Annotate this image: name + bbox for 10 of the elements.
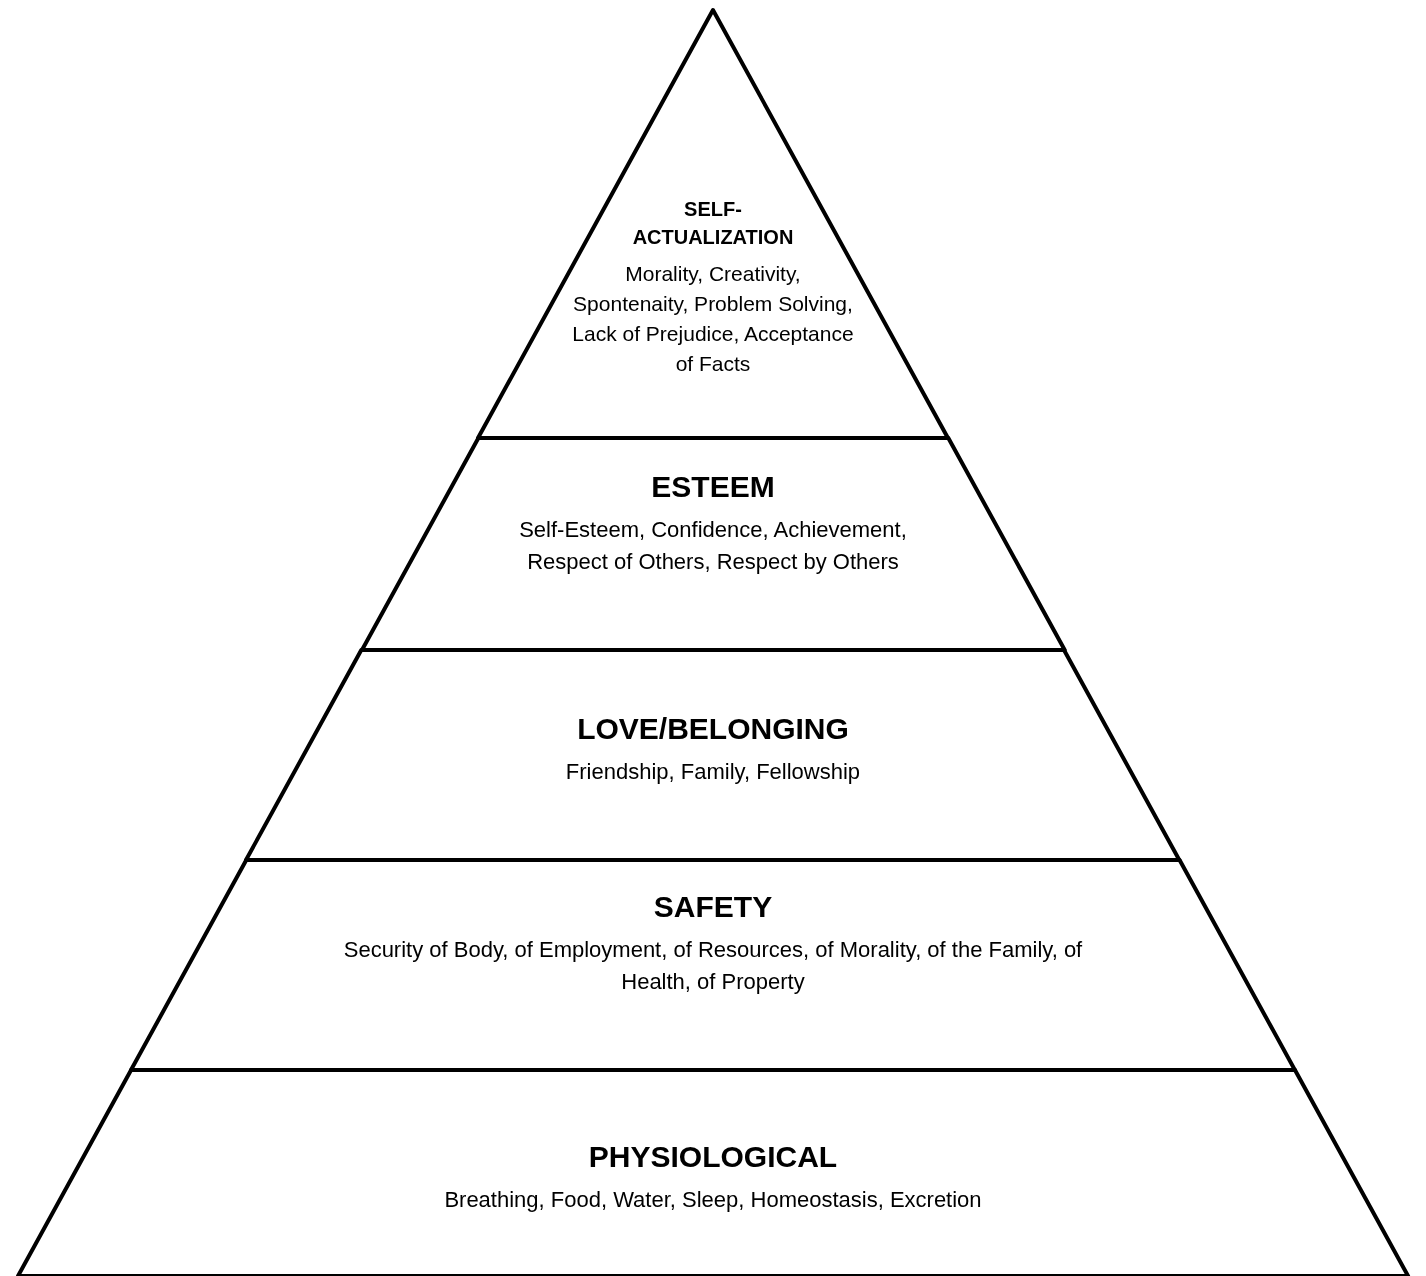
tier-description: Self-Esteem, Confidence, Achievement, Respect of Others, Respect by Others bbox=[518, 516, 908, 576]
tier-heading: LOVE/BELONGING bbox=[576, 711, 850, 747]
tier-heading: ESTEEM bbox=[650, 469, 776, 505]
tier-description: Security of Body, of Employment, of Resources, of Morality, of the Family, of Health, of Property bbox=[342, 936, 1084, 996]
tier-heading: SAFETY bbox=[652, 889, 774, 925]
tier-description: Breathing, Food, Water, Sleep, Homeostasis, Excretion bbox=[443, 1186, 983, 1214]
tier-heading: SELF-ACTUALIZATION bbox=[631, 197, 795, 250]
tier-heading: PHYSIOLOGICAL bbox=[587, 1139, 839, 1175]
tier-description: Friendship, Family, Fellowship bbox=[564, 758, 862, 786]
tier-description: Morality, Creativity, Spontenaity, Problem Solving, Lack of Prejudice, Acceptance of Facts bbox=[571, 261, 855, 377]
